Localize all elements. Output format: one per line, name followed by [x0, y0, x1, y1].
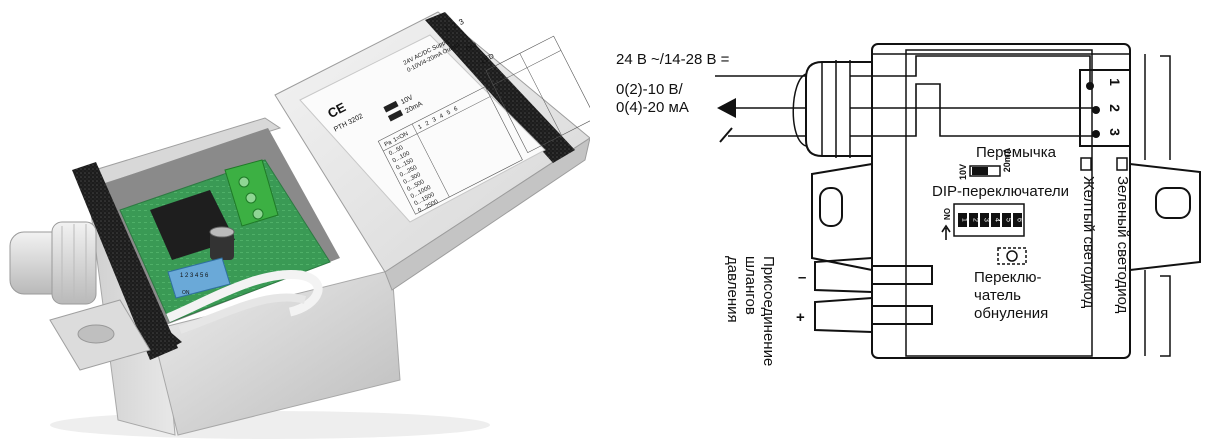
- plus-sign: +: [796, 309, 805, 326]
- cable-gland: [9, 221, 97, 305]
- zero-button-frame: [997, 247, 1027, 265]
- zero-switch-line1: Переклю-: [974, 269, 1042, 286]
- foam-gasket-left: [72, 162, 178, 360]
- output-label-line2: 0(4)-20 мА: [616, 99, 689, 116]
- foam-gasket-front: [150, 330, 182, 352]
- svg-text:Gnd: Gnd: [465, 42, 478, 52]
- dip-1-label: 1: [961, 218, 968, 222]
- dip-label: DIP-переключатели: [932, 183, 1069, 200]
- box-front-wall: [151, 269, 401, 436]
- housing-outline: [871, 43, 1131, 359]
- hose-label-line1: Присоединение: [760, 256, 777, 366]
- terminal-block: [224, 159, 279, 227]
- svg-text:1 2 3 4 5 6: 1 2 3 4 5 6: [180, 273, 209, 279]
- hose-2: [178, 293, 307, 334]
- wire-1: [715, 55, 1091, 86]
- terminal-block-outline: [1079, 69, 1131, 147]
- terminal-1-label: 1: [1107, 78, 1123, 86]
- output-label-line1: 0(2)-10 В/: [616, 81, 684, 98]
- svg-text:2: 2: [425, 120, 431, 127]
- zero-switch-line3: обнуления: [974, 305, 1048, 322]
- svg-text:6: 6: [453, 106, 459, 113]
- terminal-2-label: 2: [1107, 104, 1123, 112]
- dip-6-label: 6: [1016, 218, 1023, 222]
- svg-text:ON: ON: [182, 290, 190, 296]
- svg-text:3: 3: [457, 17, 466, 27]
- dip-switches: [958, 213, 1022, 227]
- svg-text:5: 5: [446, 109, 452, 116]
- wire-3: [728, 83, 1096, 137]
- dip-switch-block: [953, 203, 1025, 237]
- hose-fitting-minus: [814, 257, 933, 293]
- dip-2-label: 2: [972, 218, 979, 222]
- svg-text:2: 2: [450, 20, 459, 30]
- enclosure-lid: [274, 11, 590, 291]
- yellow-led-label: Желтый светодиод: [1080, 176, 1097, 308]
- jumper-left-label: 10V: [958, 164, 968, 180]
- pcb-dip-switch: 1 2 3 4 5 6 ON: [167, 257, 231, 299]
- terminal-2-dot: [1092, 106, 1100, 114]
- zero-button: [1006, 250, 1018, 262]
- cable-gland-outline: [805, 61, 872, 157]
- minus-sign: –: [798, 269, 806, 286]
- dip-4-label: 4: [994, 218, 1001, 222]
- hose-fitting-plus: [814, 297, 933, 333]
- terminal-1-dot: [1086, 82, 1094, 90]
- dip-5-label: 5: [1005, 218, 1012, 222]
- jumper-label: Перемычка: [976, 144, 1057, 161]
- foam-gasket-lid: [425, 12, 575, 163]
- dip-3-label: 3: [983, 218, 990, 222]
- left-mount: [811, 163, 873, 271]
- svg-text:3: 3: [432, 117, 438, 124]
- dip-on-label: ON: [942, 208, 951, 220]
- supply-label: 24 В ~/14-28 В =: [616, 51, 730, 68]
- device-photo: 1 2 3 4 5 6 ON 24V AC/DC Su: [9, 11, 590, 439]
- svg-text:Pa: Pa: [384, 139, 394, 148]
- svg-text:4: 4: [439, 113, 445, 120]
- hose-1: [166, 269, 323, 323]
- output-arrow-icon: [717, 98, 736, 118]
- housing-inner: [905, 49, 1093, 357]
- lid-label-texts: 24V AC/DC Supply 0-10V/4-20mA Output Gnd…: [325, 17, 590, 215]
- svg-text:CE: CE: [325, 99, 348, 121]
- wiring-schematic: 1 2 3 10V 20mA 1 2 3 4 5 6 ON: [616, 43, 1201, 366]
- terminal-3-label: 3: [1107, 128, 1123, 136]
- zero-switch-line2: чатель: [974, 287, 1021, 304]
- ground-mark-icon: [719, 127, 733, 143]
- svg-text:1: 1: [417, 124, 423, 131]
- green-led: [1116, 157, 1128, 171]
- jumper-right-label: 20mA: [1002, 147, 1012, 172]
- yellow-led: [1080, 157, 1092, 171]
- photo-shadow: [50, 411, 490, 439]
- lid-label: [299, 34, 546, 223]
- green-led-label: Зеленый светодиод: [1114, 176, 1131, 314]
- svg-text:1: 1: [443, 24, 452, 34]
- hose-label-line3: давления: [724, 256, 741, 323]
- hose-label-line2: шлангов: [742, 256, 759, 315]
- terminal-3-dot: [1092, 130, 1100, 138]
- capacitor: [209, 226, 235, 260]
- dip-on-arrow-icon: [941, 224, 951, 240]
- jumper-cap: [972, 167, 988, 175]
- right-mount: [1129, 163, 1201, 271]
- jumper-body: [969, 165, 1001, 177]
